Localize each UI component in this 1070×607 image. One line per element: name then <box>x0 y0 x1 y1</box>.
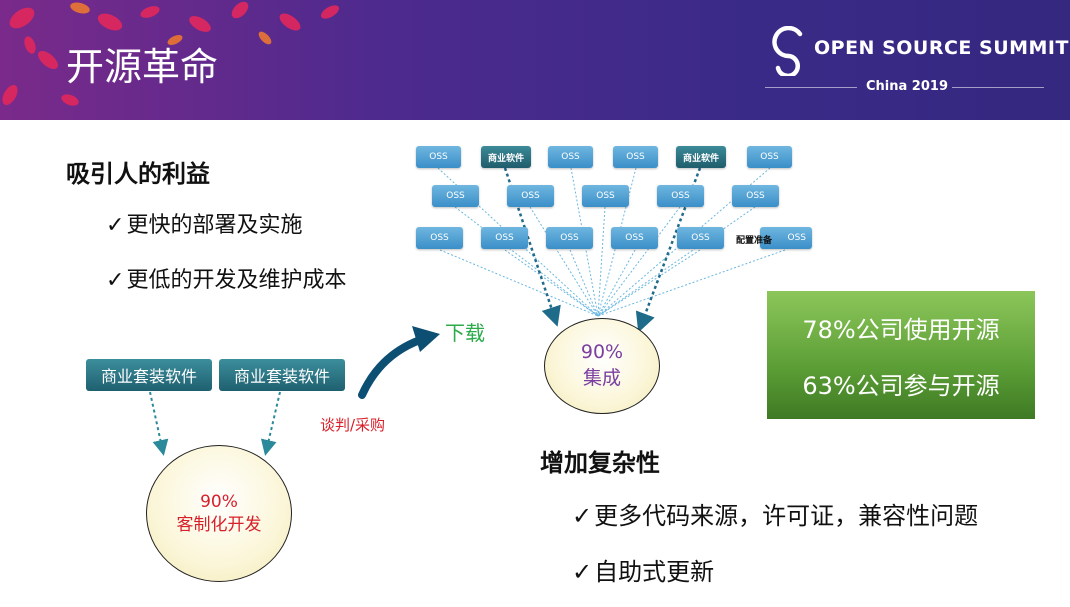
oss-component: OSS <box>582 185 629 207</box>
oss-component: OSS <box>546 227 593 249</box>
integration-circle: 90% 集成 <box>544 318 660 414</box>
integration-label: 集成 <box>583 366 621 392</box>
oss-component: OSS <box>613 146 658 168</box>
custom-label: 客制化开发 <box>177 514 262 536</box>
oss-component: OSS <box>677 227 724 249</box>
oss-component: OSS <box>732 185 779 207</box>
oss-component: OSS <box>432 185 479 207</box>
stat-usage: 78%公司使用开源 <box>802 310 999 345</box>
oss-component: OSS <box>747 146 792 168</box>
complexity-text: 自助式更新 <box>594 558 714 586</box>
commercial-suite-box: 商业套装软件 <box>219 359 345 391</box>
config-prep-label: 配置准备 <box>736 233 772 246</box>
stats-panel: 78%公司使用开源 63%公司参与开源 <box>767 291 1035 419</box>
complexity-item: ✓更多代码来源，许可证，兼容性问题 <box>572 496 978 531</box>
oss-component: OSS <box>507 185 554 207</box>
oss-component: OSS <box>481 227 528 249</box>
check-icon: ✓ <box>572 502 592 530</box>
oss-component: OSS <box>548 146 593 168</box>
custom-percent: 90% <box>200 491 238 513</box>
oss-component: OSS <box>611 227 658 249</box>
commercial-component: 商业软件 <box>481 146 531 168</box>
commercial-suite-box: 商业套装软件 <box>86 359 212 391</box>
oss-component: OSS <box>416 146 461 168</box>
oss-component: OSS <box>657 185 704 207</box>
complexity-heading: 增加复杂性 <box>540 443 660 478</box>
check-icon: ✓ <box>572 558 592 586</box>
complexity-text: 更多代码来源，许可证，兼容性问题 <box>594 502 978 530</box>
integration-percent: 90% <box>581 340 623 366</box>
complexity-item: ✓自助式更新 <box>572 552 714 587</box>
stat-participation: 63%公司参与开源 <box>802 366 999 401</box>
commercial-component: 商业软件 <box>676 146 726 168</box>
negotiate-label: 谈判/采购 <box>320 414 385 435</box>
download-label: 下载 <box>445 317 485 346</box>
custom-dev-circle: 90% 客制化开发 <box>146 445 292 582</box>
oss-component: OSS <box>416 227 463 249</box>
